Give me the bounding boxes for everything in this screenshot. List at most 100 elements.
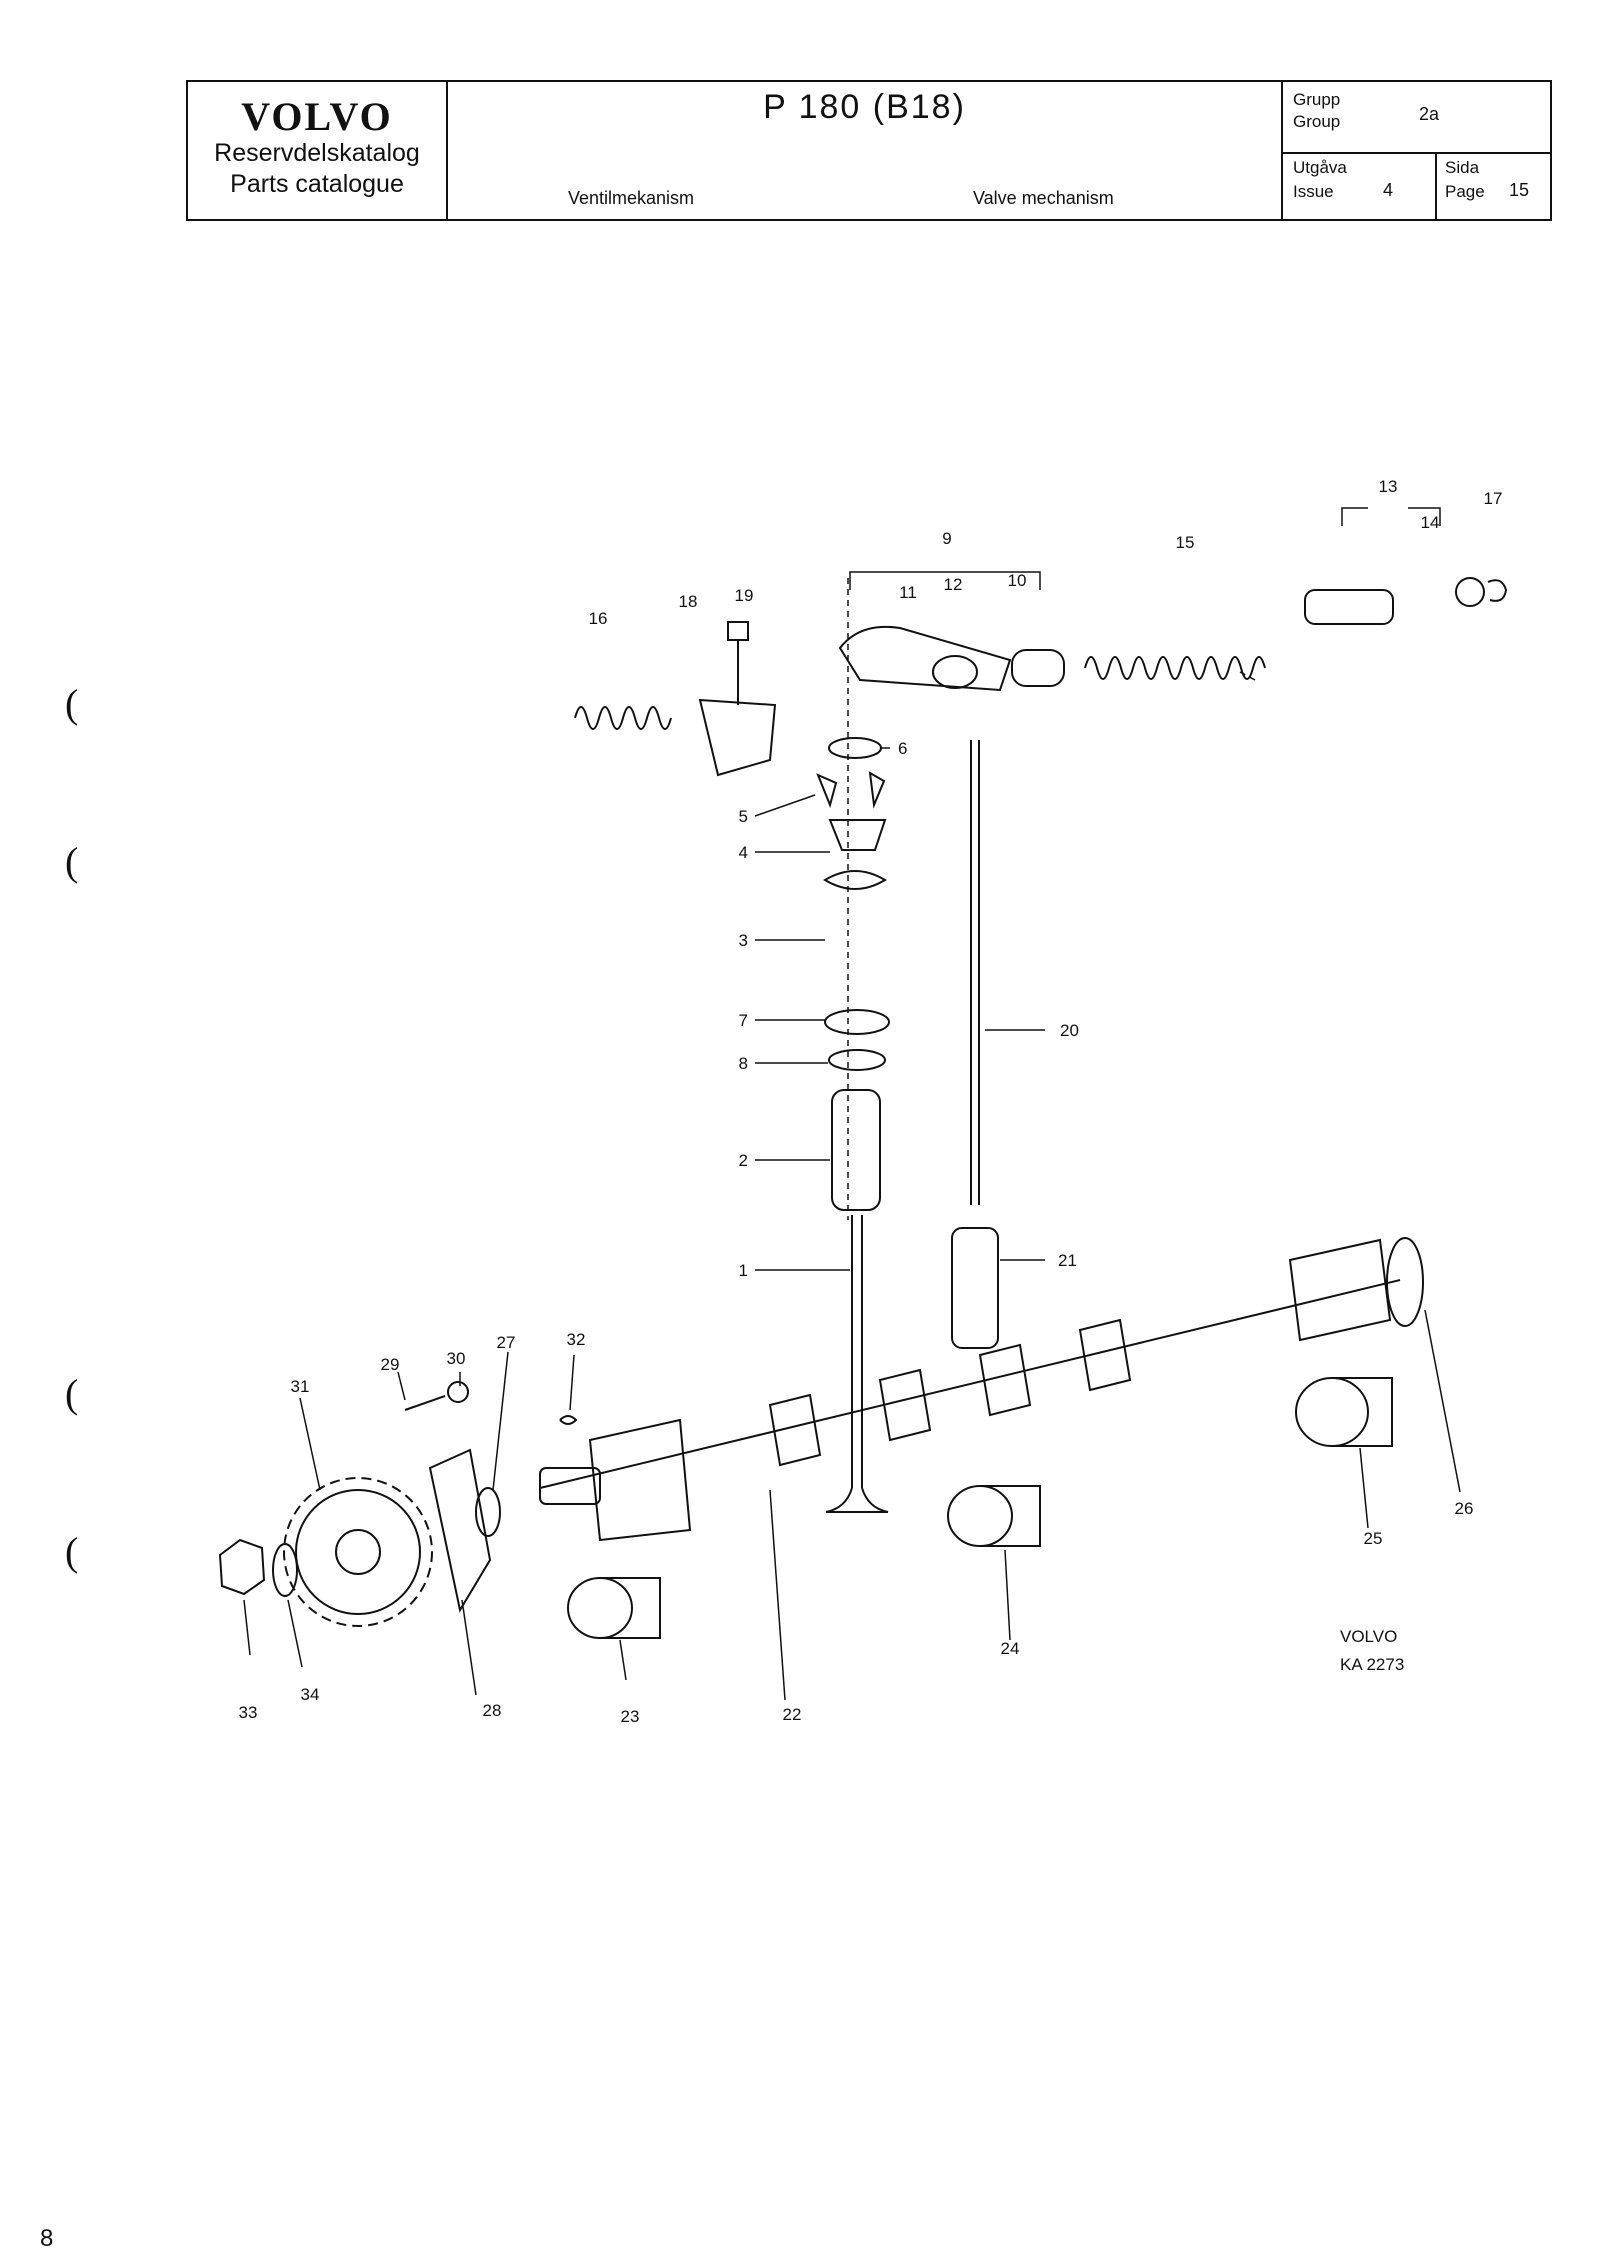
callout-3: 3 [739, 931, 748, 950]
callout-30: 30 [447, 1349, 466, 1368]
binding-mark: ( [65, 1371, 79, 1416]
spacer-ring [475, 1487, 501, 1537]
callout-31: 31 [291, 1377, 310, 1396]
lock-washer [272, 1543, 298, 1597]
callout-12: 12 [944, 575, 963, 594]
figure-credit-brand: VOLVO [1340, 1627, 1397, 1646]
binding-mark: ( [65, 839, 79, 884]
callout-16: 16 [589, 609, 608, 628]
callout-1: 1 [739, 1261, 748, 1280]
callout-33: 33 [239, 1703, 258, 1722]
thrust-flange [428, 1448, 492, 1613]
camshaft-thread [539, 1467, 601, 1505]
valve-cap [828, 819, 887, 851]
flange-bolt [404, 1395, 446, 1411]
group-box: Grupp Group 2a [1283, 82, 1550, 154]
callout-20: 20 [1060, 1021, 1079, 1040]
callout-29: 29 [381, 1355, 400, 1374]
callout-26: 26 [1455, 1499, 1474, 1518]
camshaft-seal [1386, 1237, 1424, 1327]
catalog-title-sv: Reservdelskatalog [214, 139, 420, 167]
callout-32: 32 [567, 1330, 586, 1349]
callout-9: 9 [942, 529, 951, 548]
brand-cell: VOLVO Reservdelskatalog Parts catalogue [188, 82, 448, 219]
rocker-bracket [698, 698, 777, 777]
group-label-sv: Grupp [1293, 90, 1341, 109]
rocker-shaft-spring [1084, 656, 1266, 680]
description-en: Valve mechanism [973, 188, 1114, 208]
circlip [1487, 579, 1508, 602]
woodruff-key [559, 1415, 578, 1425]
shaft-end-cap [1455, 577, 1485, 607]
callout-4: 4 [739, 843, 748, 862]
valve-spring [823, 870, 887, 890]
valve-guide [831, 1089, 881, 1211]
issue-box: Utgåva Issue 4 [1283, 152, 1437, 219]
title-cell: P 180 (B18) Ventilmekanism Valve mechani… [448, 82, 1283, 219]
callout-2: 2 [739, 1151, 748, 1170]
callout-14: 14 [1421, 513, 1440, 532]
tappet [951, 1227, 999, 1349]
catalog-header: VOLVO Reservdelskatalog Parts catalogue … [186, 80, 1552, 221]
callout-13: 13 [1379, 477, 1398, 496]
camshaft-lobes [768, 1318, 1132, 1467]
figure-credit: VOLVO KA 2273 [1340, 1627, 1404, 1674]
callout-24: 24 [1001, 1639, 1020, 1658]
camshaft-bearing-23 [567, 1577, 661, 1639]
callout-18: 18 [679, 592, 698, 611]
callout-34: 34 [301, 1685, 320, 1704]
callout-22: 22 [783, 1705, 802, 1724]
volvo-logo: VOLVO [241, 94, 393, 139]
camshaft-rear-journal [1288, 1238, 1392, 1342]
callout-27: 27 [497, 1333, 516, 1352]
rocker-arm-bore [932, 655, 978, 689]
callout-7: 7 [739, 1011, 748, 1030]
callout-21: 21 [1058, 1251, 1077, 1270]
oil-seal-ring [828, 1049, 886, 1071]
figure-credit-code: KA 2273 [1340, 1655, 1404, 1674]
camshaft-bearing-25 [1295, 1377, 1393, 1447]
shaft-end-plug [1304, 589, 1394, 625]
shaft-bushing [1011, 649, 1065, 687]
callout-10: 10 [1008, 571, 1027, 590]
callout-8: 8 [739, 1054, 748, 1073]
callout-5: 5 [739, 807, 748, 826]
spring-retainer [828, 737, 882, 759]
model-title: P 180 (B18) [763, 88, 966, 126]
bolt-head [727, 621, 749, 641]
gear-nut [218, 1538, 266, 1596]
bolt-lock-washer [447, 1381, 469, 1403]
callout-17: 17 [1484, 489, 1503, 508]
callout-15: 15 [1176, 533, 1195, 552]
rocker-arm [838, 625, 1012, 692]
valve-head [825, 1487, 889, 1513]
binding-mark: ( [65, 1529, 79, 1574]
description-sv: Ventilmekanism [568, 188, 695, 208]
page-label-en: Page [1445, 182, 1485, 201]
page-label-sv: Sida [1445, 158, 1480, 177]
group-label-en: Group [1293, 112, 1341, 131]
camshaft-bearing-24 [947, 1485, 1041, 1547]
callout-23: 23 [621, 1707, 640, 1726]
support-spring [574, 706, 672, 730]
spring-seat [824, 1009, 890, 1035]
callout-labels: 1 2 3 4 5 6 7 8 9 10 11 12 13 14 15 16 1… [239, 477, 1503, 1726]
page-value: 15 [1509, 180, 1530, 200]
issue-value: 4 [1383, 180, 1394, 200]
page-box: Sida Page 15 [1435, 152, 1550, 219]
callout-11: 11 [899, 583, 917, 602]
group-value: 2a [1419, 104, 1440, 124]
timing-gear [283, 1477, 433, 1627]
catalog-title-en: Parts catalogue [230, 170, 404, 198]
callout-25: 25 [1364, 1529, 1383, 1548]
callout-19: 19 [735, 586, 754, 605]
callout-28: 28 [483, 1701, 502, 1720]
callout-6: 6 [898, 739, 907, 758]
camshaft-journal [588, 1418, 692, 1542]
page-number: 8 [40, 2225, 54, 2252]
issue-label-en: Issue [1293, 182, 1334, 201]
valve-keepers [816, 771, 886, 809]
binding-mark: ( [65, 681, 79, 726]
reference-cell: Grupp Group 2a Utgåva Issue 4 Sida Page … [1283, 82, 1550, 219]
